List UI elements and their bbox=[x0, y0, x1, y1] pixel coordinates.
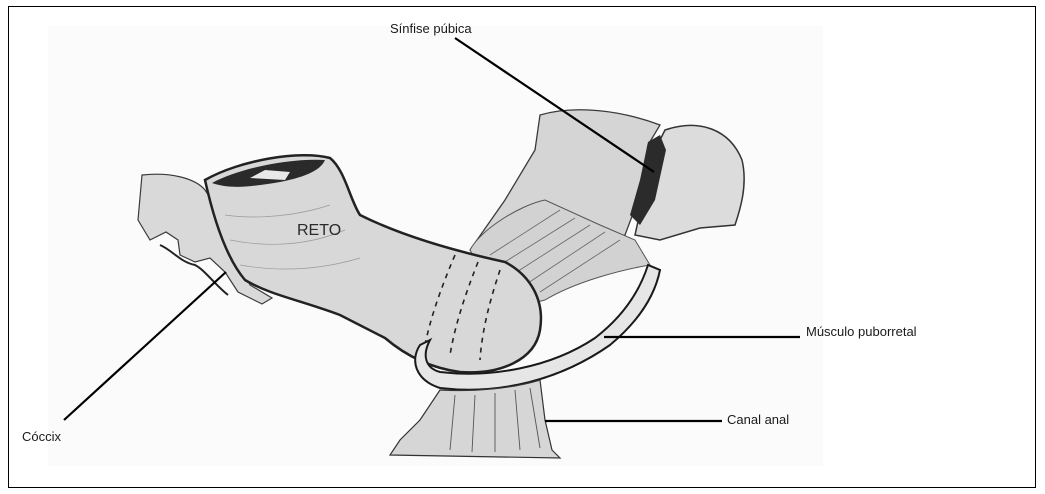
label-coccyx: Cóccix bbox=[22, 430, 61, 443]
label-rectum: RETO bbox=[297, 223, 341, 239]
label-pubic-symphysis: Sínfise púbica bbox=[390, 22, 472, 35]
label-puborectalis-muscle: Músculo puborretal bbox=[806, 325, 917, 338]
label-anal-canal: Canal anal bbox=[727, 413, 789, 426]
